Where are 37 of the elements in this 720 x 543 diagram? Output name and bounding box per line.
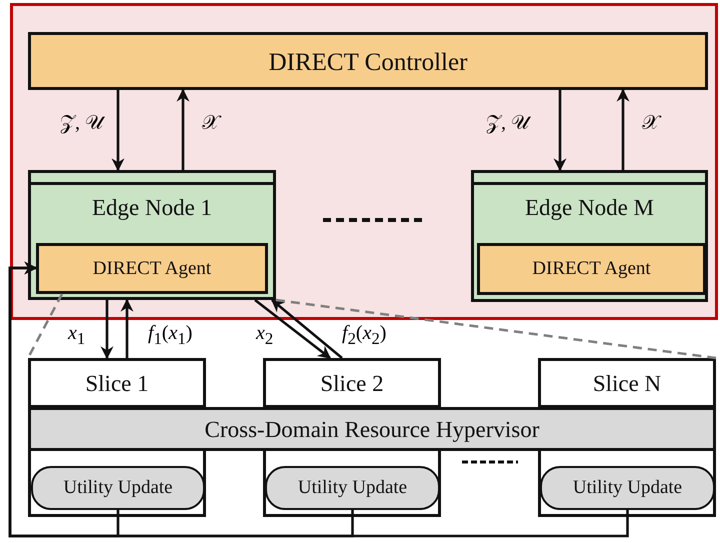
arrow [254, 298, 332, 360]
slice-box [28, 358, 206, 408]
node-label: Slice N [592, 371, 662, 397]
node-label: DIRECT Agent [532, 258, 651, 280]
arrow [271, 299, 343, 359]
utility-update-box [265, 466, 440, 510]
node-label: Utility Update [298, 477, 408, 499]
node-label: Slice 2 [320, 371, 384, 397]
edge-node-box [471, 170, 708, 302]
node-label: Edge Node 1 [92, 195, 212, 221]
arrow [100, 300, 114, 360]
node-label: Utility Update [572, 477, 682, 499]
utility-update-box [540, 466, 715, 510]
node-label: DIRECT Controller [268, 49, 468, 77]
agent-box [36, 243, 268, 294]
arrow [616, 88, 630, 170]
edge-domain-panel [10, 3, 718, 320]
edge-label: 𝒵, 𝒰 [484, 112, 531, 134]
arrow [554, 90, 566, 172]
node-label: DIRECT Agent [92, 258, 212, 280]
node-label: Cross-Domain Resource Hypervisor [204, 417, 540, 443]
node-label: Utility Update [63, 477, 173, 499]
node-label: Slice 1 [85, 371, 149, 397]
arrow [112, 90, 124, 172]
controller-box [28, 32, 708, 90]
hypervisor-bar [28, 407, 716, 451]
agent-box [477, 243, 706, 295]
node-label: Edge Node M [524, 195, 654, 221]
slice-box [538, 358, 716, 408]
edge-label: 𝒵, 𝒰 [58, 112, 105, 134]
arrow [120, 298, 134, 358]
edge-node-box [28, 170, 276, 300]
dashed-guide-line [276, 298, 716, 360]
arrow [8, 262, 629, 538]
arrow [176, 88, 190, 170]
utility-update-box [31, 466, 205, 510]
slice-box [263, 358, 441, 408]
